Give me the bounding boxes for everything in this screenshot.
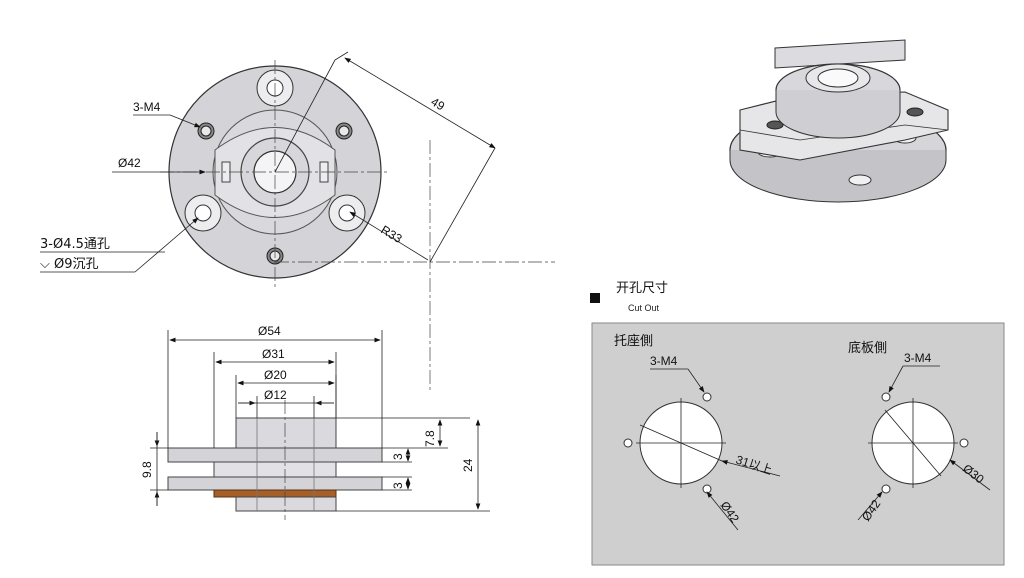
cutout-section: 开孔尺寸 Cut Out 托座側 3-M4 31以上 Ø42 底板側 3-M4 …	[590, 281, 1005, 566]
tapped-hole	[197, 122, 215, 140]
label-dia-12: Ø12	[264, 388, 287, 402]
hub-section	[235, 417, 337, 449]
middle-ring	[213, 461, 337, 478]
top-view: 3-M4 Ø42 49 R33 3-Ø4.5通孔 ⌵ Ø9沉孔	[40, 51, 555, 390]
label-through-holes: 3-Ø4.5通孔	[40, 237, 110, 252]
label-3-m4: 3-M4	[133, 100, 161, 114]
isometric-view	[729, 39, 949, 203]
counterbore-hole	[184, 194, 222, 232]
cutout-title: 开孔尺寸	[616, 281, 668, 296]
bullet-square	[590, 293, 600, 303]
copper-pad	[213, 489, 337, 498]
left-m4-hole	[702, 392, 712, 402]
left-title: 托座側	[614, 334, 653, 349]
top-flange	[167, 447, 383, 463]
left-m4-hole	[623, 438, 633, 448]
label-dia-42: Ø42	[118, 156, 141, 170]
label-r33: R33	[378, 223, 404, 247]
right-title: 底板側	[848, 340, 887, 356]
cutout-subtitle: Cut Out	[628, 303, 660, 313]
right-m4-hole	[881, 392, 891, 402]
label-3-upper: 3	[391, 453, 405, 460]
base-boss	[235, 496, 337, 512]
label-dia-20: Ø20	[264, 368, 287, 382]
label-dia-31: Ø31	[262, 347, 285, 361]
label-dia-54: Ø54	[258, 324, 281, 338]
label-9-8: 9.8	[140, 461, 154, 478]
label-49: 49	[428, 95, 447, 114]
label-7-8: 7.8	[423, 430, 437, 447]
right-m4-hole	[881, 484, 891, 494]
right-m4-label: 3-M4	[904, 351, 932, 365]
left-m4-label: 3-M4	[650, 354, 678, 368]
left-m4-hole	[702, 484, 712, 494]
label-3-lower: 3	[391, 482, 405, 489]
label-24: 24	[461, 458, 475, 472]
counterbore-hole	[328, 194, 366, 232]
bottom-flange	[167, 476, 383, 491]
right-m4-hole	[959, 438, 969, 448]
label-counterbore: ⌵ Ø9沉孔	[40, 257, 99, 272]
side-view: Ø54 Ø31 Ø20 Ø12 7.8 3 3 24	[140, 324, 490, 520]
tapped-hole	[335, 122, 353, 140]
